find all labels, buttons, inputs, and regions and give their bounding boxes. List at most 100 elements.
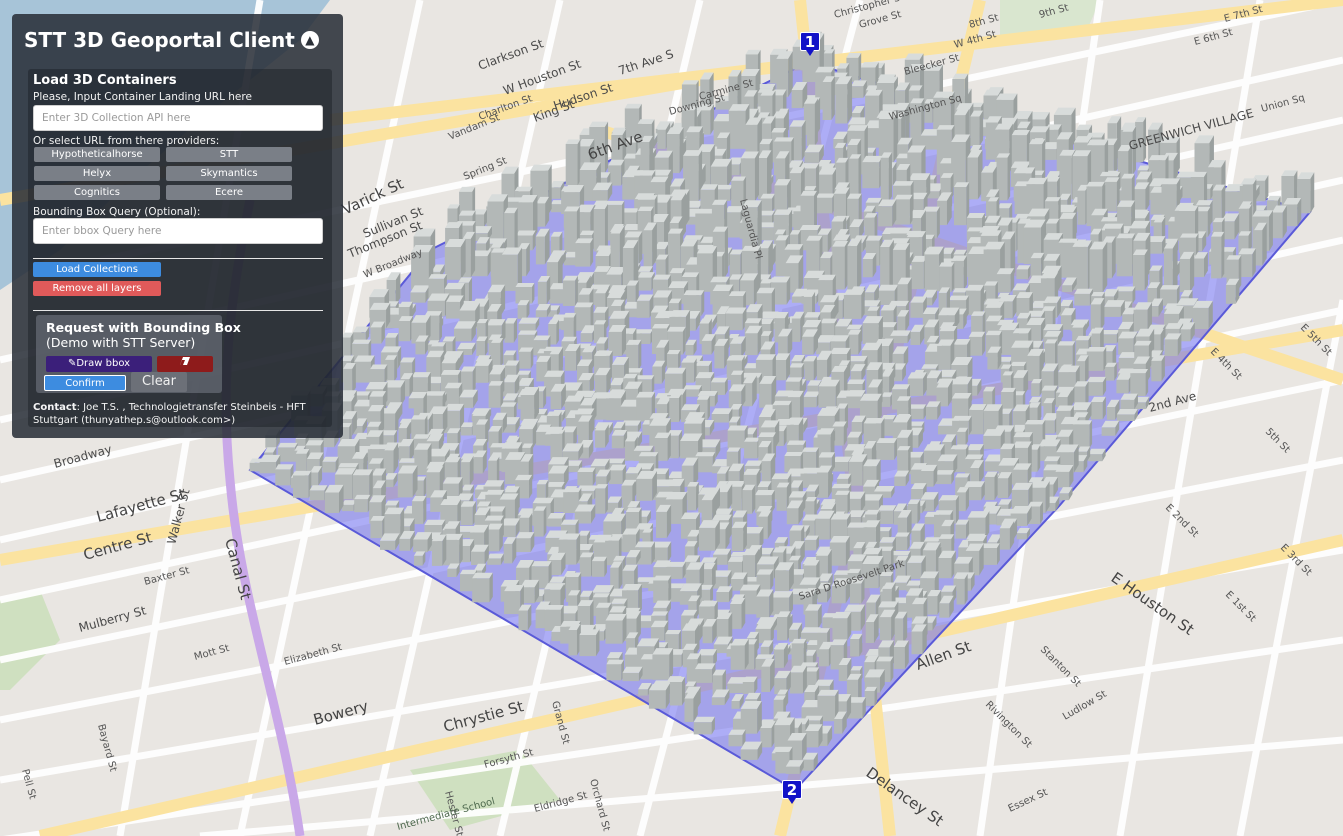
chevron-up-icon[interactable]: ▲ <box>300 31 319 49</box>
building-front <box>341 504 354 512</box>
building-roof <box>983 386 996 392</box>
marker-2[interactable]: 2 <box>782 780 802 804</box>
building-roof <box>897 446 911 451</box>
building-roof <box>741 372 762 378</box>
building-front <box>776 487 787 511</box>
building-side <box>589 272 595 291</box>
building-roof <box>834 711 847 719</box>
building-roof <box>1176 171 1197 178</box>
building-roof <box>578 530 590 536</box>
building-roof <box>595 248 614 256</box>
building-roof <box>714 326 730 335</box>
building-side <box>923 372 927 396</box>
building-roof <box>745 49 761 55</box>
building-front <box>549 187 561 199</box>
building-front <box>636 478 653 501</box>
building-roof <box>490 241 504 248</box>
building-front <box>774 318 785 343</box>
building-front <box>341 337 351 357</box>
building-side <box>770 623 774 644</box>
building-roof <box>697 649 717 656</box>
building-roof <box>275 464 294 470</box>
building-front <box>785 766 800 774</box>
building-side <box>576 533 581 565</box>
building-roof <box>652 323 670 329</box>
building-side <box>1103 347 1107 371</box>
building-front <box>1179 258 1190 293</box>
building-roof <box>459 302 480 311</box>
building-front <box>1221 221 1235 240</box>
building-front <box>1149 334 1161 356</box>
building-side <box>1207 206 1211 238</box>
building-side <box>862 379 866 394</box>
building-side <box>563 465 569 488</box>
building-roof <box>754 489 775 496</box>
building-roof <box>546 254 563 263</box>
building-side <box>534 387 539 421</box>
marker-1[interactable]: 1 <box>800 32 820 56</box>
building-roof <box>442 351 464 359</box>
building-roof <box>832 611 852 619</box>
building-side <box>652 470 657 501</box>
building-front <box>816 472 828 498</box>
building-roof <box>491 248 506 253</box>
building-front <box>760 728 772 748</box>
building-side <box>922 500 926 514</box>
building-roof <box>476 237 490 244</box>
building-roof <box>952 415 972 421</box>
building-front <box>832 462 849 472</box>
building-roof <box>636 391 656 398</box>
building-front <box>725 313 743 331</box>
building-roof <box>728 384 746 392</box>
building-side <box>1144 249 1148 291</box>
building-side <box>412 465 418 498</box>
building-front <box>259 462 277 474</box>
building-front <box>907 562 922 579</box>
building-side <box>1008 499 1012 512</box>
building-side <box>544 228 550 265</box>
building-roof <box>1029 139 1046 145</box>
building-roof <box>725 307 747 314</box>
building-front <box>575 348 589 356</box>
building-roof <box>740 273 759 281</box>
building-side <box>500 553 504 565</box>
building-roof <box>1135 171 1153 180</box>
building-front <box>353 426 363 435</box>
building-side <box>499 523 503 552</box>
building-roof <box>636 294 654 301</box>
building-roof <box>668 298 682 304</box>
building-front <box>415 480 424 498</box>
building-side <box>609 422 613 436</box>
building-roof <box>680 433 703 441</box>
building-roof <box>444 521 461 529</box>
building-roof <box>1026 177 1048 185</box>
building-front <box>562 451 579 460</box>
building-roof <box>847 568 862 573</box>
building-front <box>698 589 711 604</box>
building-front <box>518 610 528 631</box>
building-front <box>518 323 536 331</box>
building-roof <box>561 336 577 342</box>
building-front <box>551 631 564 642</box>
building-side <box>803 638 807 670</box>
building-roof <box>801 627 822 633</box>
building-side <box>982 331 986 356</box>
building-roof <box>896 163 911 170</box>
building-front <box>731 700 740 709</box>
building-side <box>789 562 794 592</box>
building-roof <box>712 548 732 555</box>
building-roof <box>833 187 850 194</box>
building-side <box>1189 251 1195 293</box>
building-roof <box>695 104 715 111</box>
building-roof <box>964 454 984 460</box>
building-roof <box>666 127 684 135</box>
building-side <box>798 500 804 525</box>
building-front <box>656 259 666 280</box>
building-front <box>922 297 933 306</box>
building-roof <box>1016 292 1033 298</box>
building-front <box>293 475 309 498</box>
building-side <box>727 548 732 565</box>
building-roof <box>1089 241 1108 250</box>
